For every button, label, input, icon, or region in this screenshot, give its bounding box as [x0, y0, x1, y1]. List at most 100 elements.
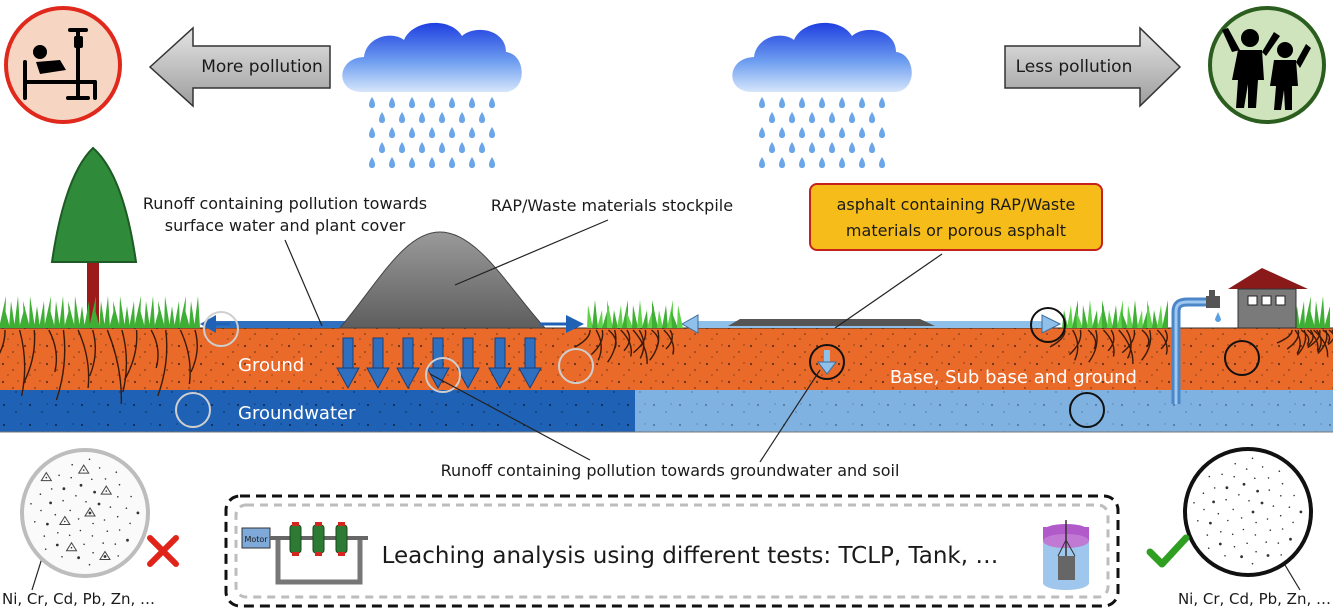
clean-runoff-arrow-left: [680, 314, 699, 334]
raindrop-icon: [469, 157, 475, 168]
grass-blade: [671, 310, 678, 328]
grass-blade: [587, 305, 593, 328]
house-icon: [1228, 268, 1308, 329]
grass-blade: [607, 300, 613, 328]
leaching-label: Leaching analysis using different tests:…: [382, 543, 999, 569]
grass-blade: [622, 300, 628, 328]
raindrop-icon: [779, 157, 785, 168]
raindrop-icon: [409, 157, 415, 168]
grass-blade: [113, 301, 120, 328]
root: [623, 329, 631, 352]
root: [595, 329, 602, 361]
grass-blade: [144, 301, 150, 328]
asphalt-label-1: asphalt containing RAP/Waste: [837, 195, 1076, 214]
grass-blade: [1162, 300, 1168, 328]
grass-blade: [1082, 305, 1088, 328]
groundwater-label: Groundwater: [238, 403, 356, 424]
raindrop-icon: [869, 112, 875, 123]
root: [18, 329, 26, 397]
raindrop-icon: [389, 157, 395, 168]
raindrop-icon: [769, 112, 775, 123]
raindrop-icon: [759, 157, 765, 168]
grass-blade: [657, 310, 663, 328]
raindrop-icon: [779, 127, 785, 138]
raindrop-icon: [449, 97, 455, 108]
grass-blade: [29, 296, 35, 328]
raindrop-icon: [489, 97, 495, 108]
root: [77, 329, 90, 389]
root: [1328, 329, 1333, 335]
grass-blade: [139, 306, 145, 328]
raindrop-icon: [379, 142, 385, 153]
raindrop-icon: [439, 142, 445, 153]
root: [1294, 329, 1301, 354]
raindrop-icon: [369, 127, 375, 138]
grass-blade: [59, 296, 65, 328]
grass-blade: [1121, 310, 1128, 328]
runoff-groundwater-label: Runoff containing pollution towards grou…: [441, 461, 900, 480]
raindrop-icon: [819, 127, 825, 138]
raindrop-icon: [469, 97, 475, 108]
raindrop-icon: [439, 112, 445, 123]
root: [1316, 329, 1322, 353]
raindrop-icon: [419, 112, 425, 123]
root: [574, 329, 591, 348]
raindrop-icon: [879, 97, 885, 108]
root: [0, 329, 6, 355]
raindrop-icon: [759, 97, 765, 108]
raindrop-icon: [449, 157, 455, 168]
raindrop-icon: [799, 97, 805, 108]
grass-blade: [184, 306, 190, 328]
down-arrow-icon: [456, 337, 480, 390]
grass-blade: [1324, 306, 1330, 328]
grass-blade: [1319, 296, 1325, 328]
grass-blade: [1117, 300, 1123, 328]
root: [1121, 329, 1136, 354]
cloud-left-icon: [342, 22, 522, 93]
root: [22, 329, 36, 385]
raindrop-icon: [789, 112, 795, 123]
stockpile-label: RAP/Waste materials stockpile: [491, 196, 733, 215]
infiltration-arrows: [336, 337, 542, 390]
runoff-arrow-left: [200, 315, 230, 333]
raindrop-icon: [839, 157, 845, 168]
root: [1049, 329, 1066, 348]
root: [190, 329, 198, 373]
grass-blade: [612, 310, 618, 328]
metals-right-label: Ni, Cr, Cd, Pb, Zn, …: [1178, 590, 1331, 608]
raindrop-icon: [859, 157, 865, 168]
raindrop-icon: [379, 112, 385, 123]
root: [1286, 329, 1300, 350]
grass-blade: [1157, 305, 1163, 328]
grass-blade: [1087, 300, 1093, 328]
grass-blade: [74, 296, 80, 328]
raindrop-icon: [809, 142, 815, 153]
asphalt-layer: [728, 319, 935, 326]
raindrop-icon: [479, 112, 485, 123]
tank-test-icon: [1043, 520, 1089, 590]
grass-blade: [68, 301, 75, 328]
more-pollution-label: More pollution: [201, 57, 323, 77]
raindrop-icon: [429, 127, 435, 138]
asphalt-label-box: asphalt containing RAP/Waste materials o…: [809, 183, 1103, 251]
grass-blade: [1152, 310, 1158, 328]
down-arrow-icon: [488, 337, 512, 390]
grass-blade: [23, 301, 30, 328]
check-icon: [1146, 534, 1190, 568]
root: [665, 329, 673, 350]
root: [1160, 329, 1168, 350]
grass-blade: [79, 306, 85, 328]
grass-blade: [14, 296, 20, 328]
root: [157, 329, 168, 397]
grass-blade: [642, 310, 648, 328]
rain-left: [369, 97, 495, 168]
root: [121, 329, 128, 393]
grass-blade: [1137, 310, 1143, 328]
grass: [0, 296, 1330, 328]
raindrop-icon: [389, 97, 395, 108]
grass-blade: [169, 306, 175, 328]
root: [638, 329, 645, 359]
grass-blade: [1072, 300, 1078, 328]
root: [663, 329, 675, 355]
grass-blade: [49, 306, 55, 328]
